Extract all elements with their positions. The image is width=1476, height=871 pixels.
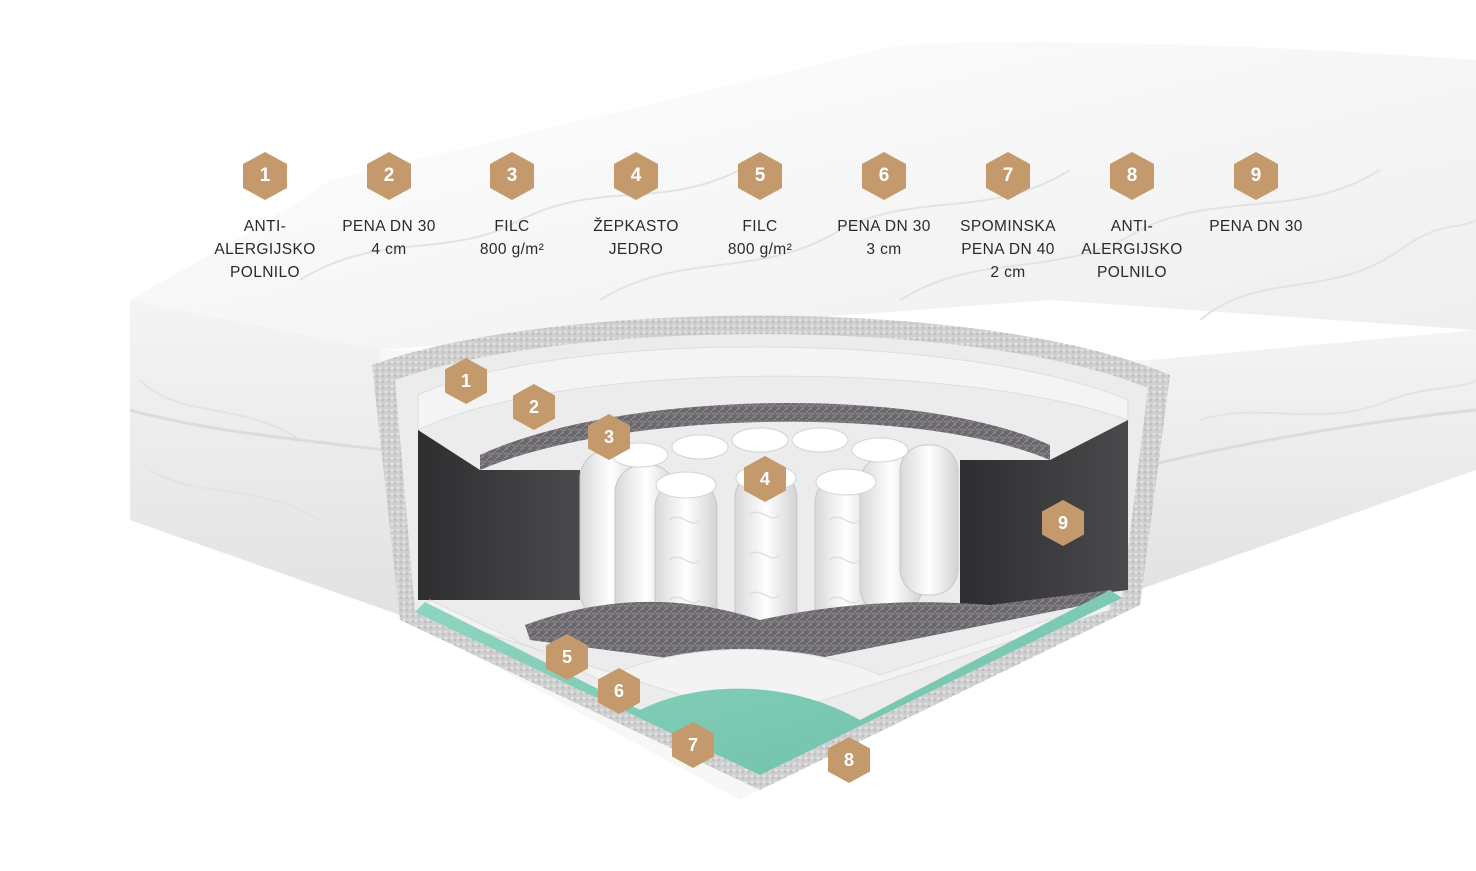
- legend-label-line: POLNILO: [230, 264, 300, 281]
- legend-label: ŽEPKASTO JEDRO: [571, 215, 701, 261]
- legend-number: 5: [754, 165, 766, 186]
- legend-label-line: JEDRO: [608, 241, 664, 258]
- legend-label-line: PENA DN 30: [1209, 218, 1303, 235]
- legend-label-line: 800 g/m²: [727, 241, 793, 258]
- legend-label-line: 3 cm: [866, 241, 902, 258]
- layer-marker-1: 1: [445, 358, 487, 404]
- legend-label-line: PENA DN 30: [342, 218, 436, 235]
- marker-number: 1: [460, 371, 471, 391]
- hexagon-badge-icon: 2: [367, 152, 411, 200]
- legend-label-line: PENA DN 40: [961, 241, 1055, 258]
- marker-number: 2: [528, 397, 539, 417]
- legend-label-line: 800 g/m²: [479, 241, 545, 258]
- legend-number: 9: [1250, 165, 1262, 186]
- legend-label: ANTI- ALERGIJSKO POLNILO: [200, 215, 330, 284]
- marker-number: 6: [613, 681, 624, 701]
- legend-number: 7: [1002, 165, 1014, 186]
- legend-label-line: POLNILO: [1097, 264, 1167, 281]
- legend-label: PENA DN 30 3 cm: [819, 215, 949, 261]
- legend-label-line: SPOMINSKA: [960, 218, 1056, 235]
- layer-marker-3: 3: [588, 414, 630, 460]
- legend-label: PENA DN 30: [1191, 215, 1321, 238]
- legend-label-line: ALERGIJSKO: [214, 241, 316, 258]
- legend-label-line: FILC: [494, 218, 530, 235]
- legend-number: 6: [878, 165, 890, 186]
- hexagon-badge-icon: 3: [490, 152, 534, 200]
- legend-number: 4: [630, 165, 642, 186]
- legend-label-line: 4 cm: [371, 241, 407, 258]
- marker-number: 9: [1057, 513, 1068, 533]
- layer-marker-6: 6: [598, 668, 640, 714]
- legend-number: 8: [1126, 165, 1138, 186]
- legend-label: SPOMINSKA PENA DN 40 2 cm: [943, 215, 1073, 284]
- marker-number: 7: [687, 735, 698, 755]
- layer-marker-2: 2: [513, 384, 555, 430]
- legend-label-line: ANTI-: [243, 218, 287, 235]
- hexagon-badge-icon: 9: [1234, 152, 1278, 200]
- layer-marker-7: 7: [672, 722, 714, 768]
- hexagon-badge-icon: 1: [243, 152, 287, 200]
- legend-number: 2: [383, 165, 395, 186]
- hexagon-badge-icon: 8: [1110, 152, 1154, 200]
- marker-number: 4: [759, 469, 770, 489]
- layer-marker-4: 4: [744, 456, 786, 502]
- hexagon-badge-icon: 5: [738, 152, 782, 200]
- legend-label-line: ŽEPKASTO: [593, 218, 679, 235]
- legend-label-line: ANTI-: [1110, 218, 1154, 235]
- marker-number: 5: [561, 647, 572, 667]
- marker-number: 8: [843, 750, 854, 770]
- legend-number: 1: [259, 165, 271, 186]
- layer-marker-8: 8: [828, 737, 870, 783]
- legend-label-line: FILC: [742, 218, 778, 235]
- hexagon-badge-icon: 4: [614, 152, 658, 200]
- hexagon-badge-icon: 7: [986, 152, 1030, 200]
- legend-label-line: PENA DN 30: [837, 218, 931, 235]
- legend-label: FILC 800 g/m²: [695, 215, 825, 261]
- marker-number: 3: [603, 427, 614, 447]
- legend-number: 3: [506, 165, 518, 186]
- legend-label: FILC 800 g/m²: [447, 215, 577, 261]
- hexagon-badge-icon: 6: [862, 152, 906, 200]
- legend-label-line: 2 cm: [990, 264, 1026, 281]
- legend-label-line: ALERGIJSKO: [1081, 241, 1183, 258]
- layer-marker-9: 9: [1042, 500, 1084, 546]
- layer-marker-5: 5: [546, 634, 588, 680]
- legend-label: ANTI- ALERGIJSKO POLNILO: [1067, 215, 1197, 284]
- legend-label: PENA DN 30 4 cm: [324, 215, 454, 261]
